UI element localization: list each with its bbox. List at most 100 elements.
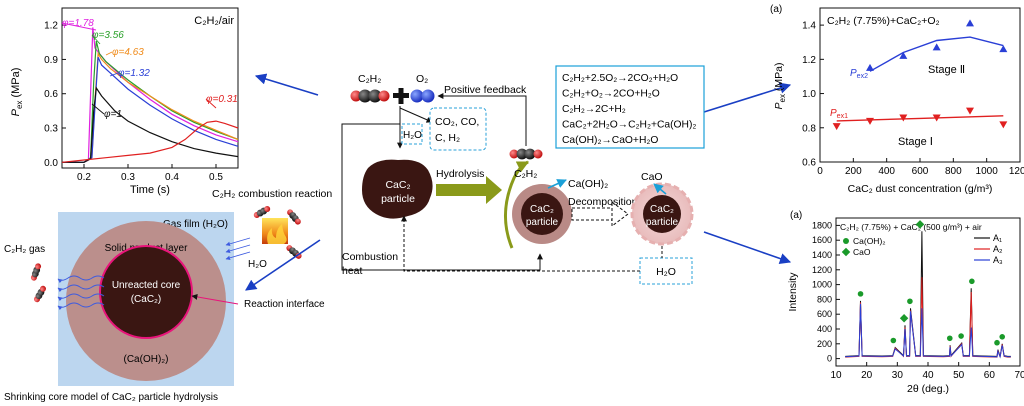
pressure-ytick-label: 0.6 [44, 89, 58, 100]
pressure-xtick-label: 0.2 [77, 172, 91, 183]
c2h2-molecule-icon [30, 263, 42, 281]
cao-legend-label: CaO [853, 247, 871, 257]
data-point [899, 51, 908, 59]
reaction-equations: C₂H₂+2.5O₂→2CO₂+H₂OC₂H₂+O₂→2CO+H₂OC₂H₂→2… [555, 65, 705, 149]
xrd-chart-curves [845, 231, 1011, 359]
xrd-ytick-label: 800 [817, 294, 832, 304]
caoh2-peak-marker [958, 333, 964, 339]
dust-xtick-label: 1000 [976, 166, 999, 177]
heat-feedback-line [400, 253, 543, 271]
xrd-panel-label: (a) [790, 210, 802, 221]
positive-feedback-arrow [437, 93, 527, 146]
caoh2-release-arrow [547, 179, 567, 189]
dust-xtick-label: 800 [945, 166, 962, 177]
positive-feedback-label: Positive feedback [444, 84, 527, 96]
dust-chart-xlabel: CaC₂ dust concentration (g/m³) [848, 183, 993, 195]
curve-label: φ=0.31 [206, 94, 238, 105]
dust-ytick-label: 0.6 [802, 158, 816, 169]
xrd-xtick-label: 60 [984, 370, 996, 381]
gas-film-label: Gas film (H₂O) [163, 219, 228, 230]
dust-ylabel-sub: ex [778, 94, 787, 102]
caoh2-peak-marker [994, 339, 1000, 346]
curve-label-pointer [61, 22, 97, 31]
dust-ytick-label: 0.8 [802, 123, 816, 134]
reaction-equation: CaC₂+2H₂O→C₂H₂+Ca(OH)₂ [562, 120, 696, 131]
unreacted-core-label: Unreacted core [112, 280, 181, 291]
h2o-return-arrow [401, 215, 640, 272]
fit-curve [869, 36, 1004, 72]
data-point [866, 63, 874, 71]
products-box [429, 107, 487, 151]
mechanism-diagram: C₂H₂ O₂ Positive feedback H₂O CO₂, CO, C… [341, 73, 694, 285]
cao-particle-label-2: particle [646, 217, 679, 228]
h2o-box [401, 123, 423, 145]
reaction-arrow [399, 107, 433, 123]
pressure-ytick-label: 0.9 [44, 55, 58, 66]
pex1-label: Pex1 [830, 108, 848, 120]
hydrolysis-arrow [436, 176, 502, 204]
c2h2-gas-label: C₂H₂ gas [4, 244, 45, 255]
reaction-interface-label: Reaction interface [244, 299, 325, 310]
xrd-series-line [845, 303, 1011, 359]
dust-xtick-label: 200 [845, 166, 862, 177]
xrd-xtick-label: 40 [922, 370, 934, 381]
dust-chart-title: C₂H₂ (7.75%)+CaC₂+O₂ [827, 15, 940, 27]
curve-label-pointer [105, 51, 113, 56]
dust-xtick-label: 600 [912, 166, 929, 177]
products-label: CO₂, CO, [435, 116, 479, 128]
fit-curve [836, 115, 1004, 122]
caoh2-label: Ca(OH)₂ [568, 178, 608, 190]
combustion-heat-label-2: heat [342, 265, 363, 277]
pressure-ytick-label: 1.2 [44, 21, 58, 32]
dust-chart-panel-label: (a) [770, 4, 782, 15]
reaction-interface-pointer [191, 293, 239, 305]
data-point [999, 121, 1008, 129]
cac2-particle-label: CaC₂ [385, 179, 410, 191]
xrd-ytick-label: 600 [817, 309, 832, 319]
data-point [932, 43, 941, 51]
cao-release-arrow [653, 183, 667, 195]
stage1-label: Stage Ⅰ [898, 136, 933, 148]
reaction-equation: Ca(OH)₂→CaO+H₂O [562, 135, 658, 146]
xrd-legend-label: A₃ [993, 255, 1003, 265]
pex2-label-sub: ex2 [857, 73, 868, 80]
curve-label-pointer [205, 98, 217, 109]
pressure-xtick-label: 0.3 [121, 172, 135, 183]
c2h2-molecule-icon [350, 89, 390, 103]
coated-particle-label-2: particle [526, 217, 559, 228]
c2h2-label: C₂H₂ [358, 73, 381, 85]
caoh2-peak-marker [890, 337, 897, 344]
curve-label: φ=1 [104, 109, 122, 120]
xrd-chart-title: C₂H₂ (7.75%) + CaC₂ (500 g/m³) + air [840, 222, 982, 232]
reaction-equation: C₂H₂+O₂→2CO+H₂O [562, 89, 660, 100]
xrd-ytick-label: 1600 [812, 235, 832, 245]
dust-chart-ticks: 0200400600800100012000.60.81.01.21.4 [802, 21, 1024, 177]
xrd-legend-label: A₂ [993, 244, 1003, 254]
cao-peak-marker [899, 314, 909, 323]
coated-particle-core [521, 193, 563, 235]
c2h2-small-label: C₂H₂ [514, 168, 537, 180]
caoh2-legend-label: Ca(OH)₂ [853, 236, 886, 246]
xrd-xtick-label: 10 [830, 370, 842, 381]
pex2-label: Pex2 [850, 68, 868, 80]
pressure-chart-xlabel: Time (s) [130, 184, 170, 196]
curve-label: φ=3.56 [92, 30, 124, 41]
pressure-series-line [62, 56, 239, 163]
xrd-ytick-label: 1000 [812, 280, 832, 290]
dust-ytick-label: 1.0 [802, 89, 816, 100]
h2o-bottom-label: H₂O [656, 266, 676, 278]
coated-particle-label: CaC₂ [530, 204, 554, 215]
shrinking-core-model: Gas film (H₂O) Solid product layer Unrea… [4, 188, 332, 403]
cac2-particle [362, 159, 433, 219]
caoh2-peak-marker [969, 278, 975, 285]
h2o-label: H₂O [248, 259, 267, 270]
data-point [899, 114, 908, 122]
unreacted-core-label-2: (CaC₂) [131, 294, 162, 305]
arrow-to-dust-chart [703, 82, 792, 113]
pressure-chart-curves [61, 27, 239, 163]
xrd-ytick-label: 0 [827, 354, 832, 364]
c2h2-molecule-icon [509, 148, 543, 160]
h2o-inflow-arrow [225, 251, 251, 261]
